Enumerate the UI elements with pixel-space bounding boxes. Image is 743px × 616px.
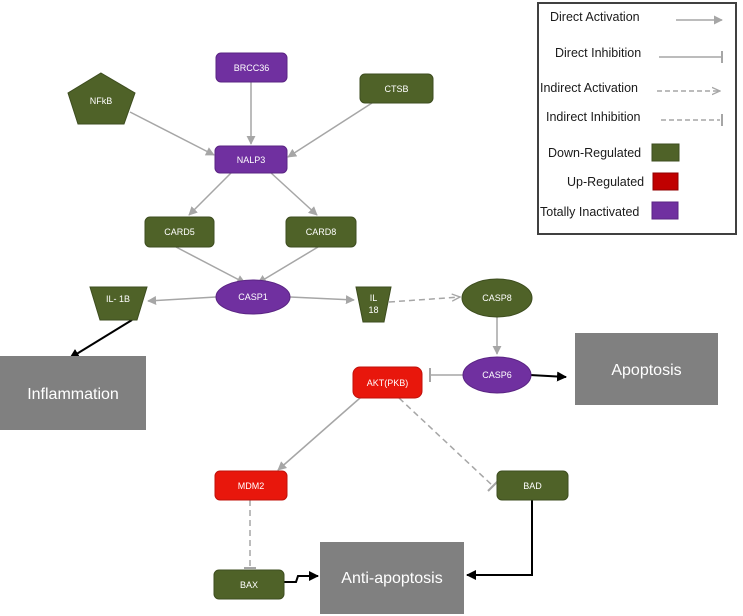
node-il1b: IL- 1B <box>89 286 148 321</box>
node-il18-label-line2: 18 <box>368 305 378 315</box>
node-akt-label: AKT(PKB) <box>367 378 409 388</box>
edge-casp1-il1b <box>147 296 217 306</box>
edge-card8-casp1 <box>257 246 319 284</box>
outcome-apoptosis-label: Apoptosis <box>611 362 681 379</box>
legend-indirect-activation-label: Indirect Activation <box>540 81 638 95</box>
legend-up-regulated-label: Up-Regulated <box>567 175 644 189</box>
edges <box>69 82 567 583</box>
node-card5-label: CARD5 <box>164 227 195 237</box>
node-brcc36: BRCC36 <box>215 52 288 83</box>
edge-casp1-il18 <box>289 295 355 305</box>
legend: Direct Activation Direct Inhibition Indi… <box>537 2 737 235</box>
edge-nalp3-card5 <box>188 171 233 216</box>
legend-up-regulated-swatch <box>652 172 679 191</box>
legend-down-regulated-swatch <box>651 143 680 162</box>
node-nalp3-label: NALP3 <box>237 155 266 165</box>
edge-card5-casp1 <box>175 246 246 284</box>
node-casp8: CASP8 <box>461 278 533 318</box>
node-il18: IL 18 <box>355 286 392 323</box>
node-casp6-label: CASP6 <box>482 370 512 380</box>
edge-bax-anti-apoptosis <box>284 571 319 583</box>
node-card8-label: CARD8 <box>306 227 337 237</box>
node-bad-label: BAD <box>523 481 542 491</box>
node-nfkb-label: NFkB <box>90 96 113 106</box>
node-ctsb-label: CTSB <box>384 84 408 94</box>
outcome-inflammation: Inflammation <box>0 356 146 430</box>
edge-bad-anti-apoptosis <box>466 500 533 580</box>
edge-il18-casp8 <box>388 297 460 303</box>
legend-direct-activation-label: Direct Activation <box>550 10 640 24</box>
node-bax-label: BAX <box>240 580 258 590</box>
node-nfkb: NFkB <box>67 72 136 125</box>
legend-totally-inactivated-swatch <box>651 201 679 220</box>
node-casp1: CASP1 <box>215 279 291 315</box>
node-il1b-label: IL- 1B <box>106 294 130 304</box>
legend-down-regulated-label: Down-Regulated <box>548 146 641 160</box>
legend-indirect-inhibition-label: Indirect Inhibition <box>546 110 641 124</box>
edge-il1b-inflammation <box>69 319 133 359</box>
node-akt: AKT(PKB) <box>352 366 423 399</box>
node-casp6: CASP6 <box>462 356 532 394</box>
node-card8: CARD8 <box>285 216 357 248</box>
node-mdm2: MDM2 <box>214 470 288 501</box>
edge-casp6-apoptosis <box>529 371 567 382</box>
outcome-inflammation-label: Inflammation <box>27 386 119 403</box>
node-ctsb: CTSB <box>359 73 434 104</box>
edge-akt-mdm2 <box>277 397 361 471</box>
edge-nalp3-card8 <box>269 171 318 216</box>
node-nalp3: NALP3 <box>214 145 288 174</box>
edge-ctsb-nalp3 <box>287 102 373 158</box>
node-mdm2-label: MDM2 <box>238 481 265 491</box>
edge-akt-bad-indirect-inhibition <box>398 397 494 487</box>
outcome-anti-apoptosis-label: Anti-apoptosis <box>341 570 442 587</box>
legend-totally-inactivated-label: Totally Inactivated <box>540 205 639 219</box>
node-bad: BAD <box>496 470 569 501</box>
legend-frame <box>537 2 737 235</box>
edge-akt-bad-indirect-inhibition-bar <box>487 480 499 492</box>
edge-nfkb-nalp3 <box>129 111 215 156</box>
node-brcc36-label: BRCC36 <box>234 63 270 73</box>
node-card5: CARD5 <box>144 216 215 248</box>
outcome-anti-apoptosis: Anti-apoptosis <box>320 542 464 614</box>
node-il18-label-line1: IL <box>370 293 378 303</box>
outcome-apoptosis: Apoptosis <box>575 333 718 405</box>
legend-direct-inhibition-label: Direct Inhibition <box>555 46 641 60</box>
node-bax: BAX <box>213 569 285 600</box>
node-casp8-label: CASP8 <box>482 293 512 303</box>
node-casp1-label: CASP1 <box>238 292 268 302</box>
